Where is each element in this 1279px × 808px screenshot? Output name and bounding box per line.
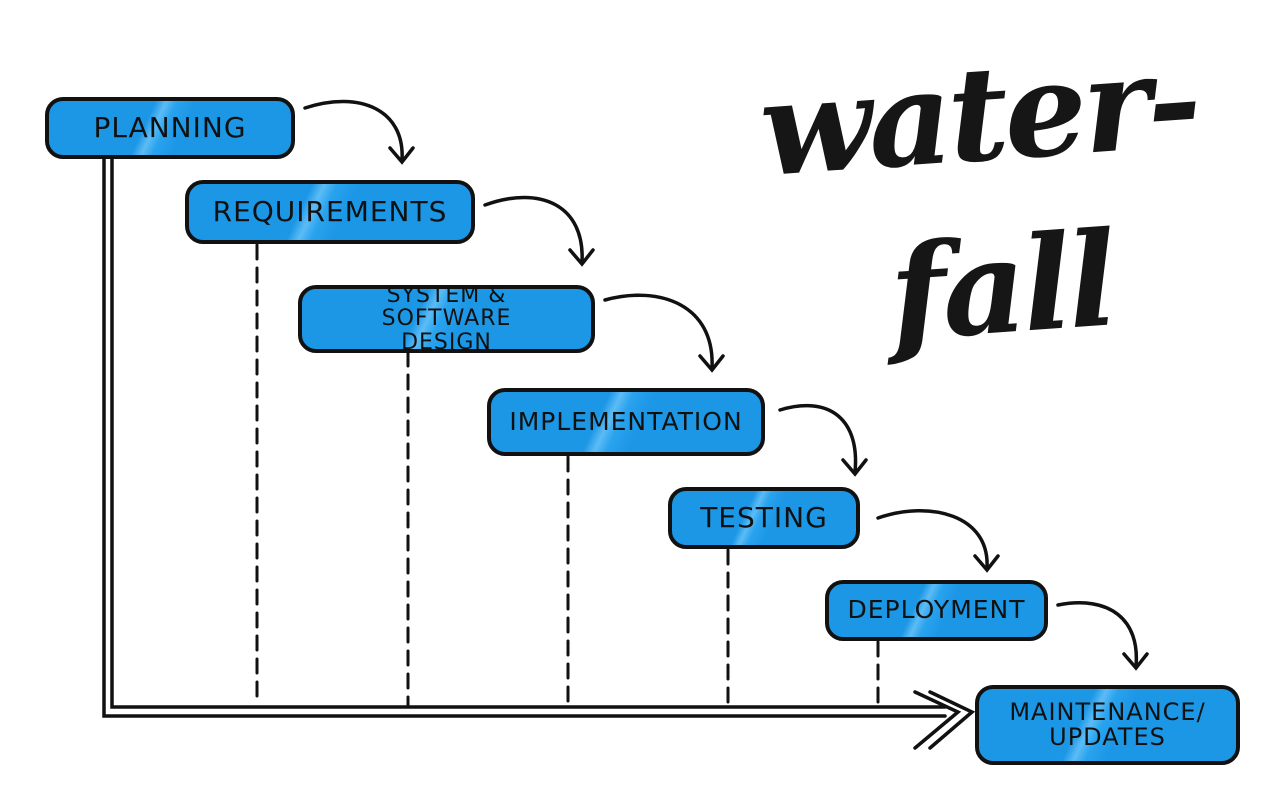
phase-deployment: DEPLOYMENT [825, 580, 1048, 641]
phase-requirements: REQUIREMENTS [185, 180, 475, 244]
phase-label: TESTING [700, 501, 828, 535]
phase-testing: TESTING [668, 487, 860, 549]
phase-label: MAINTENANCE/ UPDATES [1009, 697, 1206, 751]
phase-label: REQUIREMENTS [212, 195, 448, 229]
phase-label: IMPLEMENTATION [509, 406, 743, 436]
phase-implementation: IMPLEMENTATION [487, 388, 765, 456]
phase-planning: PLANNING [45, 97, 295, 159]
timeline-axis [102, 156, 976, 750]
phase-maintenance: MAINTENANCE/ UPDATES [975, 685, 1240, 765]
phase-label: SYSTEM & SOFTWARE DESIGN [381, 283, 512, 355]
phase-label: DEPLOYMENT [847, 595, 1026, 625]
flow-arrows [303, 99, 1149, 671]
title-line2: fall [884, 202, 1118, 371]
phase-label: PLANNING [93, 111, 247, 145]
dashed-drops [255, 243, 880, 707]
phase-design: SYSTEM & SOFTWARE DESIGN [298, 283, 595, 355]
title-line1: water- [755, 22, 1203, 207]
